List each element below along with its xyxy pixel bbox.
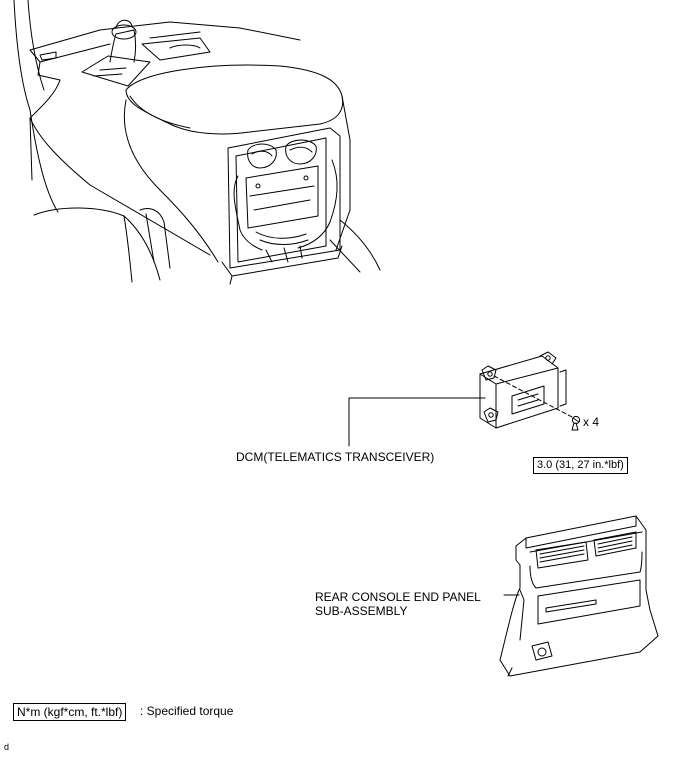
center-console-illustration: [13, 0, 381, 285]
legend-unit-box: N*m (kgf*cm, ft.*lbf): [13, 703, 127, 721]
dcm-leader-line: [348, 397, 486, 447]
panel-label-line2: SUB-ASSEMBLY: [315, 604, 408, 618]
screw-count-label: x 4: [583, 415, 600, 429]
legend-description: : Specified torque: [140, 704, 234, 718]
dcm-module-illustration: [479, 351, 581, 431]
torque-value-box: 3.0 (31, 27 in.*lbf): [533, 457, 628, 474]
panel-label-line1: REAR CONSOLE END PANEL: [315, 590, 481, 604]
dcm-label: DCM(TELEMATICS TRANSCEIVER): [236, 450, 435, 464]
rear-console-end-panel-illustration: [499, 515, 659, 677]
figure-id: d: [4, 742, 10, 752]
